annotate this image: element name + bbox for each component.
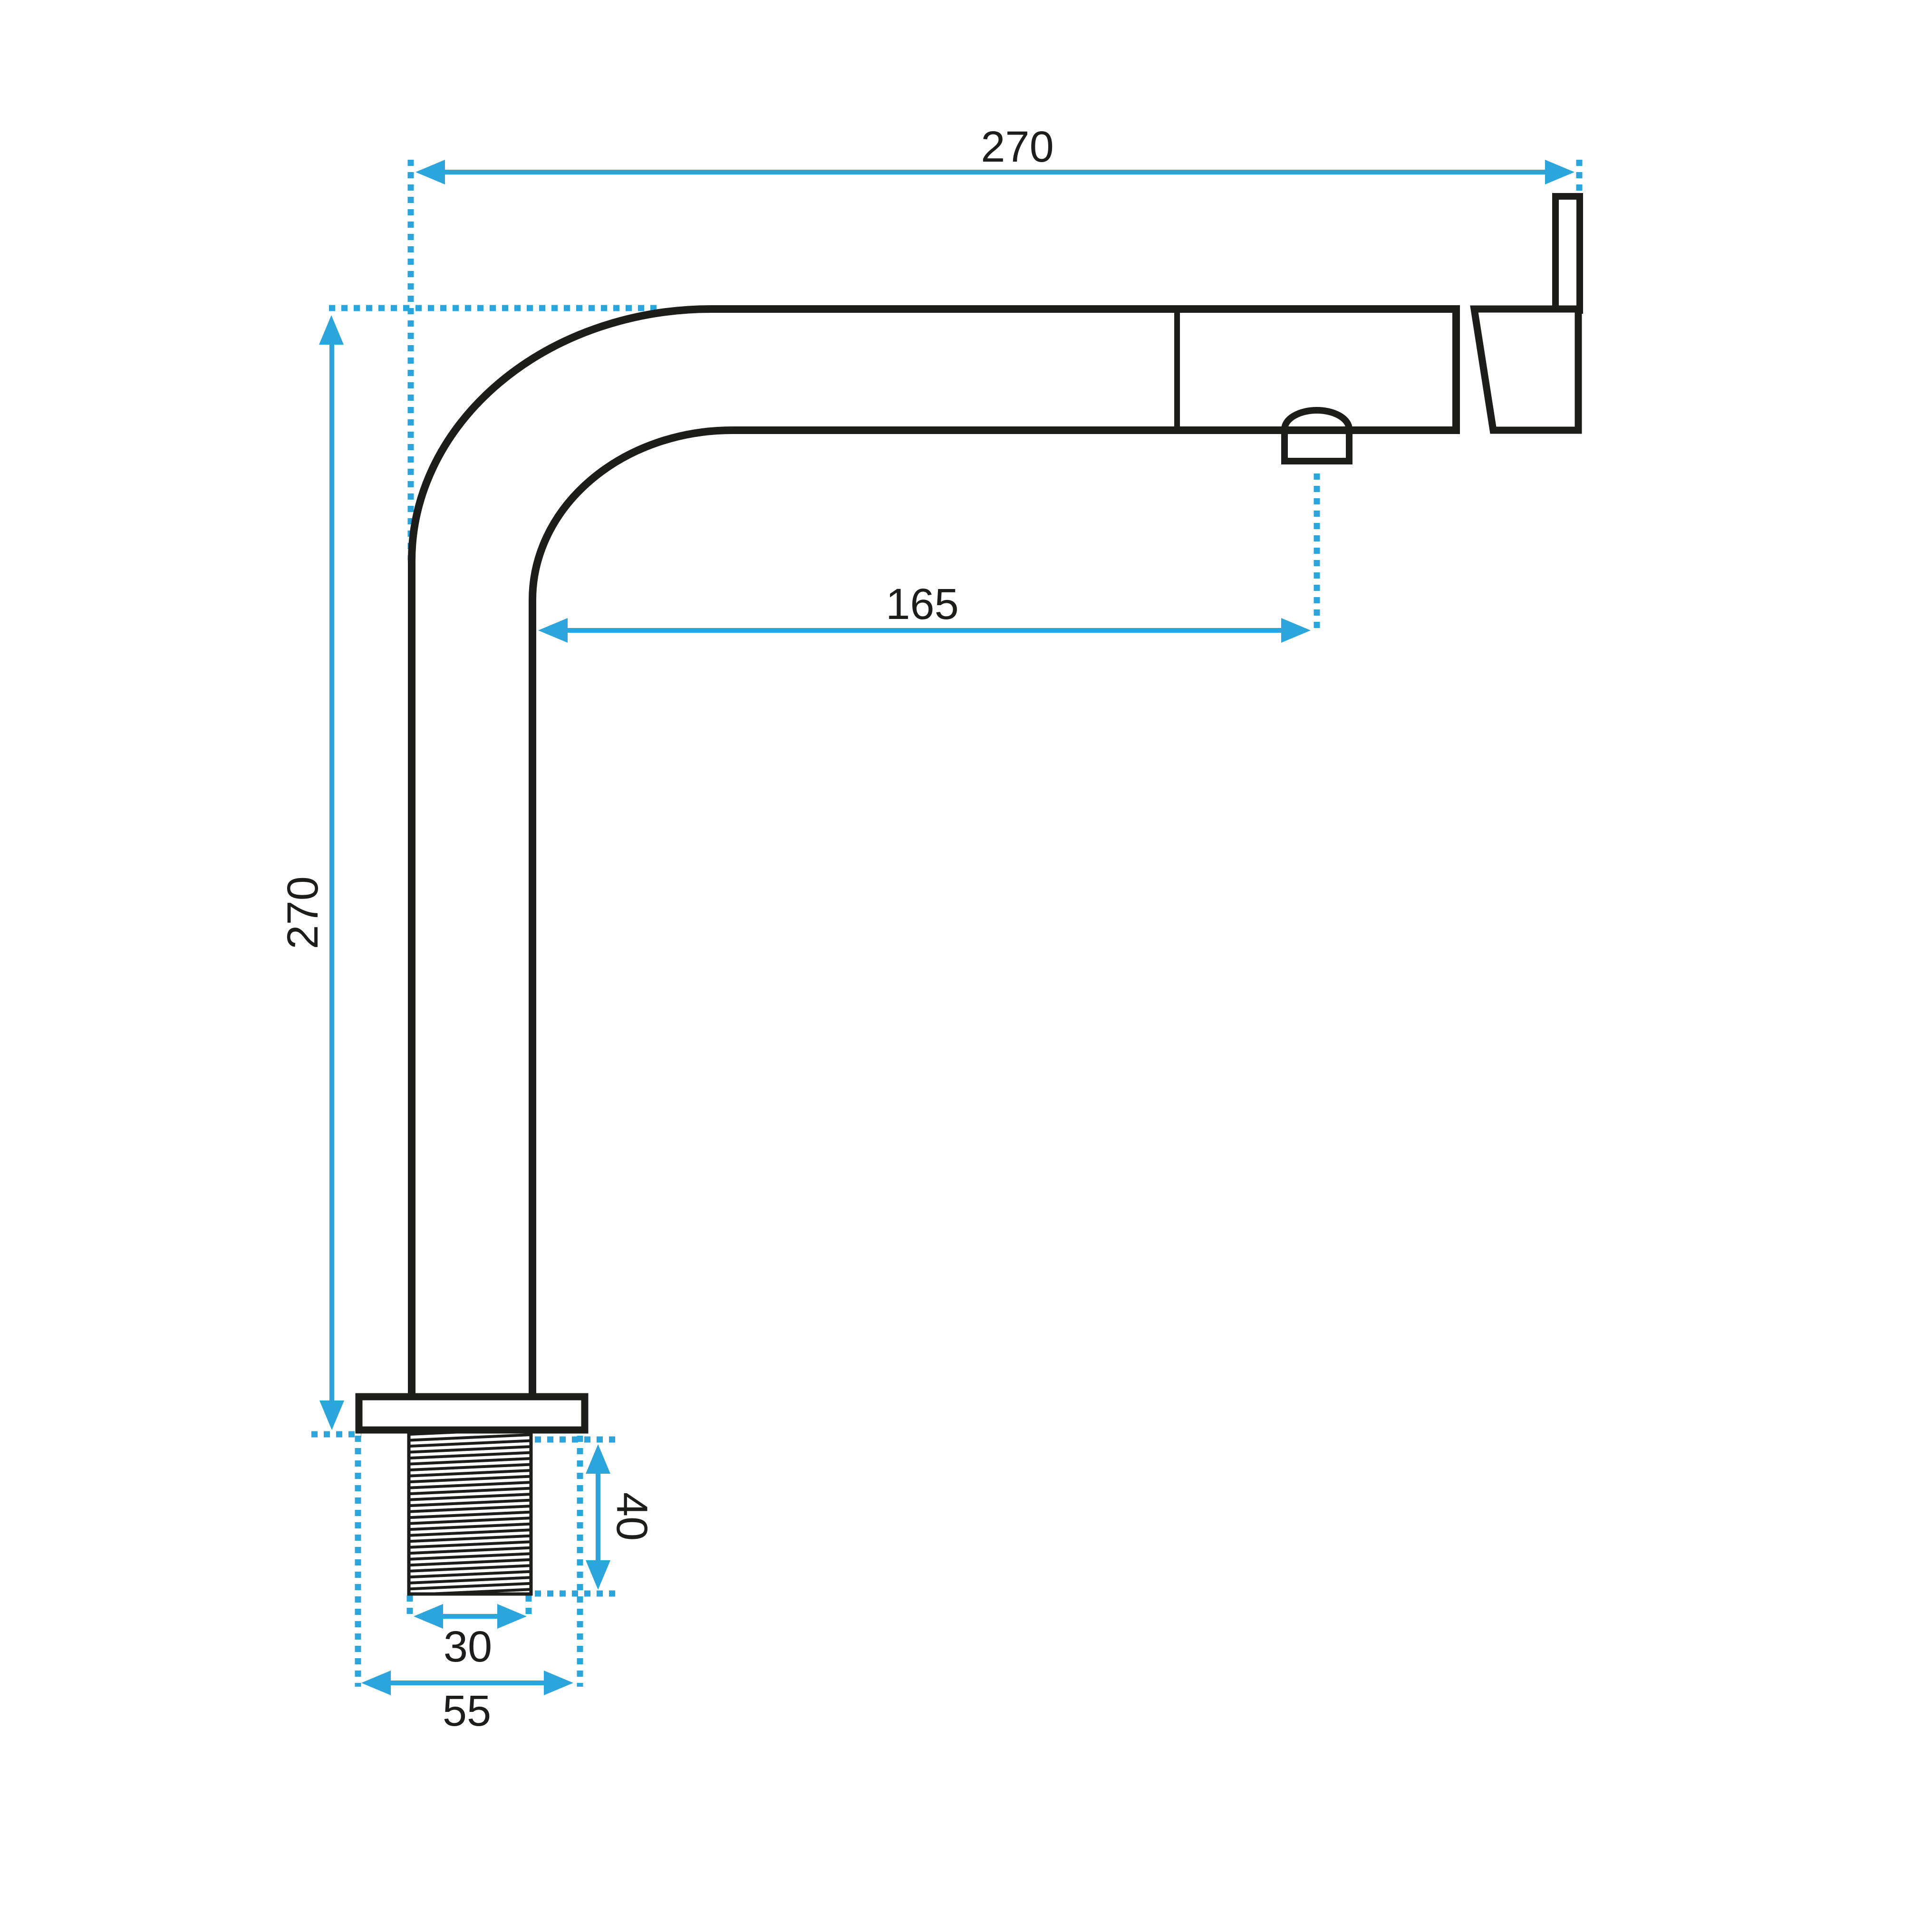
- faucet-aerator: [1281, 407, 1352, 464]
- arrowhead-right-icon: [1281, 618, 1311, 643]
- faucet-mixer-head: [1470, 305, 1582, 434]
- faucet-body-tube: [408, 305, 1460, 1400]
- label-overall-width: 270: [981, 123, 1054, 171]
- arrowhead-up-icon: [319, 315, 344, 345]
- label-thread-diameter: 30: [444, 1623, 492, 1671]
- label-spout-reach: 165: [886, 580, 959, 628]
- dimension-extension-lines: [311, 160, 1583, 1687]
- faucet-handle-lever: [1552, 193, 1583, 314]
- arrowhead-left-icon: [414, 1604, 443, 1629]
- arrowhead-right-icon: [544, 1671, 573, 1695]
- arrowhead-up-icon: [586, 1444, 610, 1474]
- dimension-lines: [319, 160, 1575, 1695]
- arrowhead-left-icon: [361, 1671, 391, 1695]
- label-thread-length: 40: [608, 1492, 656, 1541]
- arrowhead-down-icon: [319, 1401, 344, 1430]
- label-base-width: 55: [443, 1687, 491, 1735]
- arrowhead-down-icon: [586, 1560, 610, 1590]
- dimension-labels: 270 165 270 40 30 55: [279, 123, 1054, 1735]
- arrowhead-right-icon: [497, 1604, 527, 1629]
- arrowhead-right-icon: [1545, 160, 1575, 184]
- faucet-threaded-shank: [407, 1430, 533, 1596]
- arrowhead-left-icon: [415, 160, 445, 184]
- label-overall-height: 270: [279, 876, 327, 949]
- faucet-outline: [355, 193, 1583, 1596]
- arrowhead-left-icon: [538, 618, 568, 643]
- faucet-base-flange: [355, 1393, 589, 1434]
